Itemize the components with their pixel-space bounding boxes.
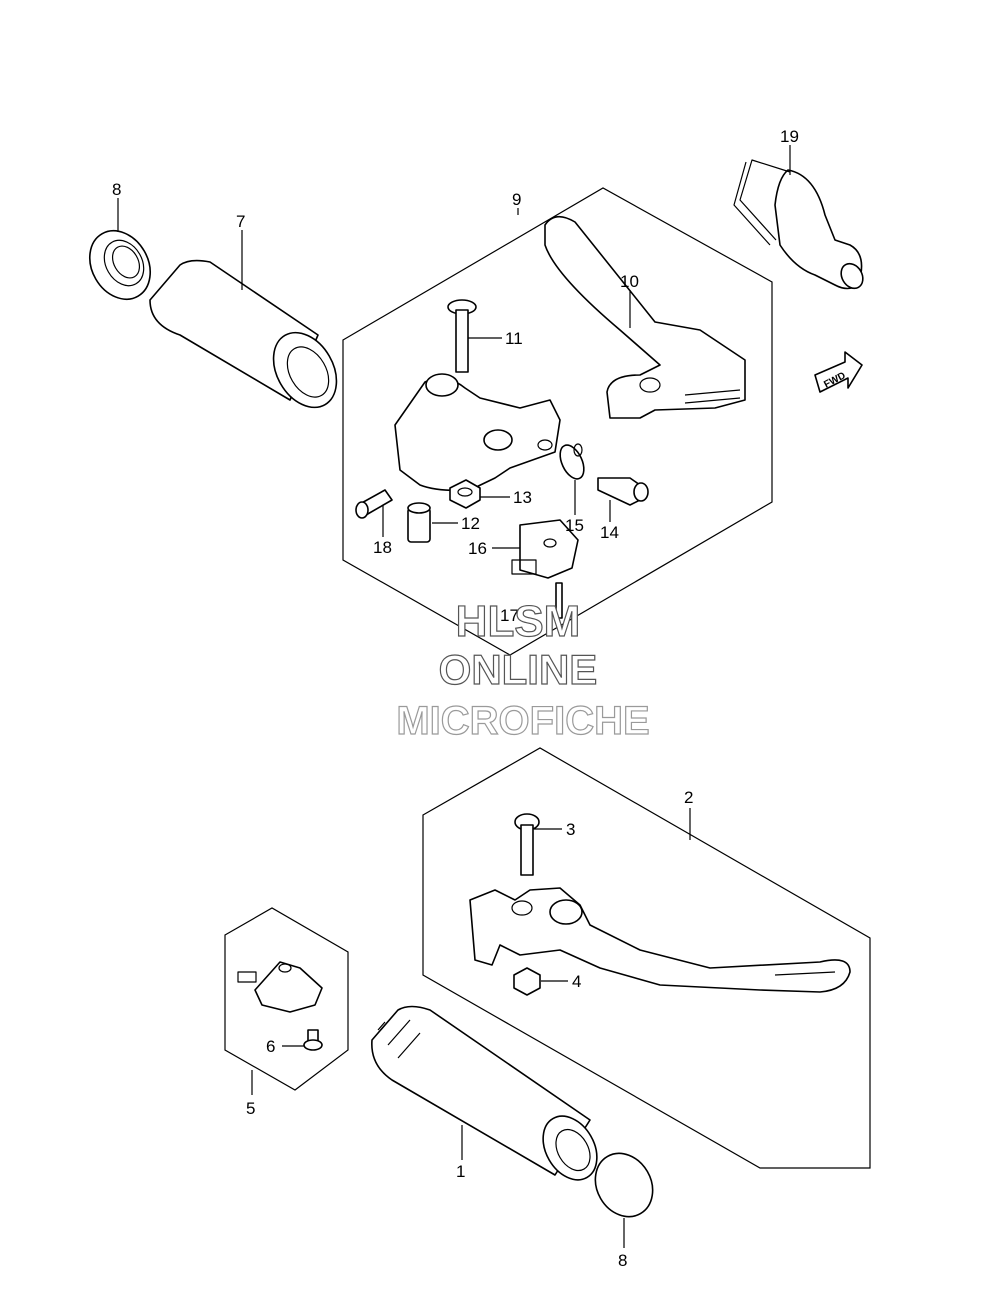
group-outline-9 [342, 187, 773, 656]
callout-16: 16 [468, 539, 487, 558]
watermark-line-1: HLSM [456, 597, 581, 646]
forward-direction-arrow: FWD [814, 351, 863, 393]
part-collar-12 [407, 502, 431, 543]
part-brake-lever [469, 887, 851, 993]
callout-1: 1 [456, 1162, 465, 1181]
callout-12: 12 [461, 514, 480, 533]
part-nut-4 [513, 967, 541, 996]
part-clutch-lever [544, 215, 746, 419]
callout-8-top: 8 [112, 180, 121, 199]
leader-lines [117, 145, 791, 1248]
callout-13: 13 [513, 488, 532, 507]
callout-9: 9 [512, 190, 521, 209]
part-clutch-switch-16 [511, 519, 579, 579]
part-nut-13 [449, 479, 481, 509]
part-pivot-bolt-11 [447, 299, 477, 373]
group-outline-2 [422, 747, 871, 1169]
part-grip-end-cap-bottom [594, 1152, 654, 1218]
part-left-grip [149, 259, 338, 409]
watermark-line-3: MICROFICHE [396, 699, 649, 743]
part-adjuster-bolt-14 [597, 477, 649, 506]
part-brake-switch-5 [237, 961, 323, 1013]
callout-labels: 8 7 9 10 19 11 13 12 14 15 18 16 17 2 3 … [112, 127, 799, 1270]
callout-15: 15 [565, 516, 584, 535]
part-grip-end-ring-top [89, 230, 151, 300]
group-outline-5 [224, 907, 349, 1091]
part-adjuster-ring-15 [559, 443, 585, 480]
callout-14: 14 [600, 523, 619, 542]
watermark-line-2: ONLINE [439, 646, 598, 693]
callout-8-bottom: 8 [618, 1251, 627, 1270]
callout-3: 3 [566, 820, 575, 839]
part-pivot-bolt-3 [514, 813, 540, 876]
part-lever-bracket [394, 373, 561, 492]
callout-6: 6 [266, 1037, 275, 1056]
part-clutch-cable-cover [733, 159, 864, 290]
part-throttle-grip [371, 1005, 598, 1181]
watermark: HLSM ONLINE MICROFICHE [396, 596, 651, 743]
callout-19: 19 [780, 127, 799, 146]
part-screw-6 [303, 1029, 323, 1051]
callout-2: 2 [684, 788, 693, 807]
callout-11: 11 [505, 329, 523, 348]
callout-10: 10 [620, 272, 639, 291]
part-screw-17 [555, 582, 563, 619]
callout-18: 18 [373, 538, 392, 557]
callout-4: 4 [572, 972, 581, 991]
callout-17: 17 [500, 606, 519, 625]
callout-7: 7 [236, 212, 245, 231]
part-screw-18 [355, 489, 393, 519]
callout-5: 5 [246, 1099, 255, 1118]
